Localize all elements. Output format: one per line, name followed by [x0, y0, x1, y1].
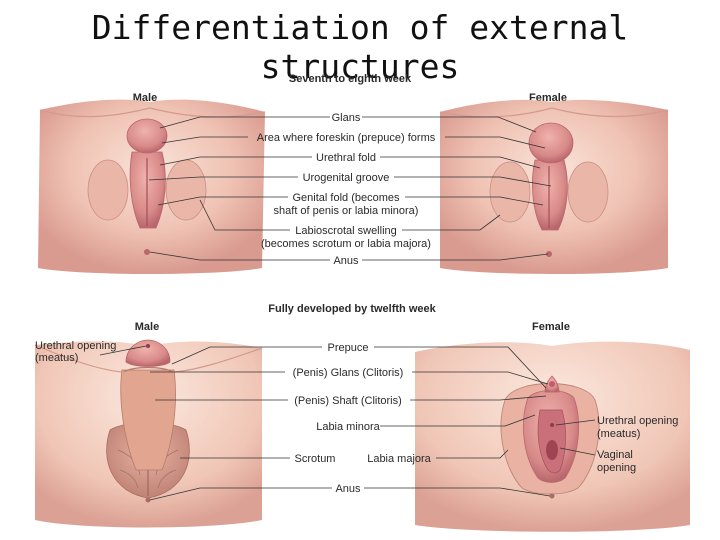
bottom-female-label: Female [532, 321, 570, 333]
bottom-label-glans: (Penis) Glans (Clitoris) [293, 367, 404, 379]
bottom-label-scrotum: Scrotum [295, 453, 336, 465]
bottom-panel: Fully developed by twelfth week Male Fem… [34, 303, 690, 532]
top-heading: Seventh to eighth week [289, 73, 412, 85]
bottom-male-label: Male [135, 321, 159, 333]
top-leader-lines [148, 116, 552, 261]
bottom-label-vaginal-opening-1: Vaginal [597, 449, 633, 461]
top-male-illustration [38, 99, 266, 274]
bottom-label-vaginal-opening-2: opening [597, 462, 636, 474]
bottom-label-female-urethral-opening-2: (meatus) [597, 428, 640, 440]
bottom-label-male-urethral-opening-2: (meatus) [35, 352, 78, 364]
bottom-label-female-urethral-opening-1: Urethral opening [597, 415, 678, 427]
top-label-labioscrotal-1: Labioscrotal swelling [295, 225, 397, 237]
bottom-heading: Fully developed by twelfth week [268, 303, 436, 315]
top-label-urogenital-groove: Urogenital groove [303, 172, 390, 184]
bottom-label-labia-minora: Labia minora [316, 421, 380, 433]
top-label-glans: Glans [332, 112, 361, 124]
top-label-urethral-fold: Urethral fold [316, 152, 376, 164]
bottom-female-illustration [415, 341, 690, 532]
top-label-labioscrotal-2: (becomes scrotum or labia majora) [261, 238, 431, 250]
bottom-male-illustration [34, 339, 263, 528]
top-female-illustration [439, 99, 669, 274]
bottom-label-prepuce: Prepuce [328, 342, 369, 354]
bottom-label-labia-majora: Labia majora [367, 453, 431, 465]
top-panel: Seventh to eighth week Male Female Gla [38, 73, 669, 274]
bottom-label-anus: Anus [335, 483, 361, 495]
top-label-foreskin: Area where foreskin (prepuce) forms [257, 132, 436, 144]
bottom-leader-lines [99, 345, 596, 501]
top-label-genital-fold-2: shaft of penis or labia minora) [274, 205, 419, 217]
bottom-label-shaft: (Penis) Shaft (Clitoris) [294, 395, 402, 407]
slide-title: Differentiation of external structures [91, 8, 629, 86]
bottom-label-male-urethral-opening-1: Urethral opening [35, 340, 116, 352]
top-label-genital-fold-1: Genital fold (becomes [293, 192, 400, 204]
top-label-anus: Anus [333, 255, 359, 267]
